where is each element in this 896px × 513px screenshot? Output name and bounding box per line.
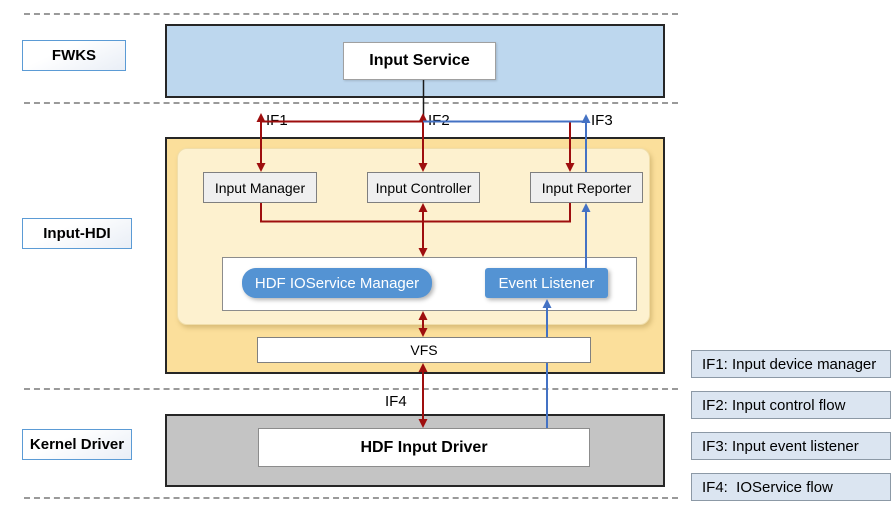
- if3-label: IF3: [591, 112, 613, 129]
- input-reporter-node: Input Reporter: [530, 172, 643, 203]
- event-listener-label: Event Listener: [498, 274, 595, 292]
- legend-if4-text: IF4: IOService flow: [702, 478, 833, 496]
- input-manager-label: Input Manager: [214, 179, 306, 196]
- lane-label-fwks-text: FWKS: [51, 47, 97, 64]
- if2-arrow-up: [418, 113, 428, 122]
- legend-if2-text: IF2: Input control flow: [702, 396, 846, 414]
- lane-label-input-hdi: Input-HDI: [22, 218, 132, 249]
- if2-label: IF2: [428, 112, 450, 129]
- input-service-node: Input Service: [343, 42, 496, 80]
- dashed-separator-hdi-kernel: [24, 388, 678, 390]
- event-listener-node: Event Listener: [485, 268, 608, 298]
- legend-if3-text: IF3: Input event listener: [702, 437, 859, 455]
- hdf-input-driver-label: HDF Input Driver: [360, 438, 488, 456]
- if3-arrow-up: [581, 114, 591, 123]
- if4-label: IF4: [385, 393, 407, 410]
- lane-label-kernel-driver-text: Kernel Driver: [29, 436, 125, 453]
- hdf-input-driver-node: HDF Input Driver: [258, 428, 590, 467]
- input-service-label: Input Service: [369, 52, 470, 69]
- legend-if4: IF4: IOService flow: [691, 473, 891, 501]
- dashed-separator-fwks-hdi: [24, 102, 678, 104]
- if1-arrow-up: [256, 113, 266, 122]
- legend-if2: IF2: Input control flow: [691, 391, 891, 419]
- lane-label-fwks: FWKS: [22, 40, 126, 71]
- input-controller-label: Input Controller: [375, 179, 472, 196]
- input-controller-node: Input Controller: [367, 172, 480, 203]
- lane-label-kernel-driver: Kernel Driver: [22, 429, 132, 460]
- legend-if1-text: IF1: Input device manager: [702, 355, 877, 373]
- vfs-node: VFS: [257, 337, 591, 363]
- input-reporter-label: Input Reporter: [541, 179, 632, 196]
- vfs-label: VFS: [410, 342, 438, 358]
- hdf-ioservice-manager-node: HDF IOService Manager: [242, 268, 432, 298]
- dashed-separator-bottom: [24, 497, 678, 499]
- legend-if3: IF3: Input event listener: [691, 432, 891, 460]
- hdf-ioservice-manager-label: HDF IOService Manager: [254, 274, 420, 292]
- lane-label-input-hdi-text: Input-HDI: [43, 225, 111, 242]
- dashed-separator-top: [24, 13, 678, 15]
- input-manager-node: Input Manager: [203, 172, 317, 203]
- if1-label: IF1: [266, 112, 288, 129]
- legend-if1: IF1: Input device manager: [691, 350, 891, 378]
